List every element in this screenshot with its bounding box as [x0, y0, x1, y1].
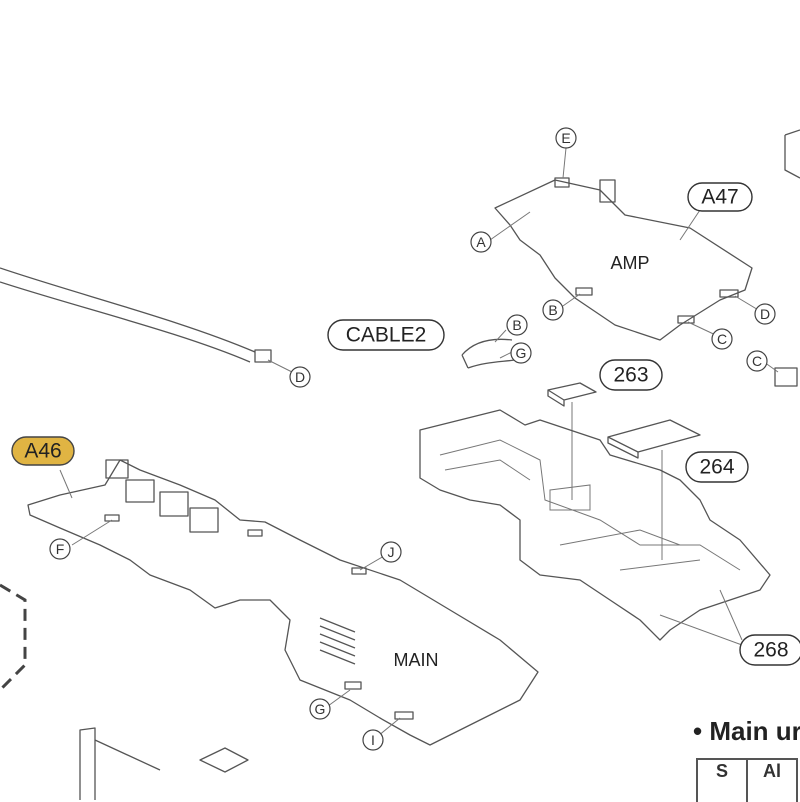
svg-text:264: 264: [699, 456, 734, 479]
callout-i: I: [362, 729, 384, 751]
svg-text:A: A: [476, 234, 486, 250]
main-connector-f: [104, 514, 120, 522]
svg-text:E: E: [561, 130, 570, 146]
part-label-a47: A47: [687, 182, 753, 212]
svg-text:J: J: [388, 544, 395, 560]
main-jack-1: [105, 459, 129, 479]
callout-c: C: [711, 328, 733, 350]
amp-connector-c: [677, 315, 695, 324]
svg-text:F: F: [56, 541, 65, 557]
callout-f: F: [49, 538, 71, 560]
svg-text:D: D: [295, 369, 305, 385]
callout-b: B: [542, 299, 564, 321]
amp-board: [494, 179, 753, 341]
svg-text:G: G: [315, 701, 326, 717]
board-label-main: MAIN: [394, 650, 439, 670]
svg-text:A47: A47: [701, 186, 738, 209]
svg-text:G: G: [516, 345, 527, 361]
callout-a: A: [470, 231, 492, 253]
part-label-264: 264: [685, 451, 749, 483]
cable-connector: [254, 349, 272, 363]
connector-c: [774, 367, 798, 387]
main-connector-j: [351, 567, 367, 575]
callout-d: D: [754, 303, 776, 325]
svg-text:A46: A46: [24, 440, 61, 463]
section-heading: • Main ur: [693, 716, 800, 746]
svg-text:268: 268: [753, 639, 788, 662]
amp-connector-d: [719, 289, 739, 298]
table-header-s: S: [696, 758, 748, 802]
svg-text:C: C: [752, 353, 762, 369]
svg-text:I: I: [371, 732, 375, 748]
pad-264: [607, 419, 701, 459]
main-jack-2: [125, 479, 155, 503]
callout-cable2-g: G: [510, 342, 532, 364]
svg-text:D: D: [760, 306, 770, 322]
part-label-a46: A46: [11, 436, 75, 466]
main-jack-3: [159, 491, 189, 517]
frame-268: [419, 409, 771, 641]
main-connector-i: [394, 711, 414, 720]
table-header-al: Al: [746, 758, 798, 802]
amp-connector-e: [554, 177, 570, 188]
board-label-amp: AMP: [610, 253, 649, 273]
main-jack-4: [189, 507, 219, 533]
callout-cable-d: D: [289, 366, 311, 388]
parts-table: S Al: [696, 758, 798, 802]
pad-263: [547, 382, 597, 407]
callout-j: J: [380, 541, 402, 563]
bottom-parts: [79, 727, 249, 800]
main-board: [27, 459, 539, 746]
svg-text:263: 263: [613, 364, 648, 387]
main-connector-g: [344, 681, 362, 690]
cable: [0, 267, 256, 363]
dashed-outline: [0, 583, 27, 692]
cable2-ribbon: [461, 338, 516, 369]
callout-cable2-b: B: [506, 314, 528, 336]
main-pin-headers: [319, 617, 356, 665]
svg-text:B: B: [512, 317, 521, 333]
callout-g: G: [309, 698, 331, 720]
svg-text:B: B: [548, 302, 557, 318]
callout-connector-c: C: [746, 350, 768, 372]
callout-e: E: [555, 127, 577, 149]
partial-part: [784, 129, 800, 179]
svg-text:C: C: [717, 331, 727, 347]
part-label-268: 268: [739, 634, 800, 666]
amp-jack: [599, 179, 616, 203]
part-label-cable2: CABLE2: [327, 319, 445, 351]
amp-connector-b: [575, 287, 593, 296]
part-label-263: 263: [599, 359, 663, 391]
main-connector: [247, 529, 263, 537]
svg-text:CABLE2: CABLE2: [346, 324, 427, 347]
